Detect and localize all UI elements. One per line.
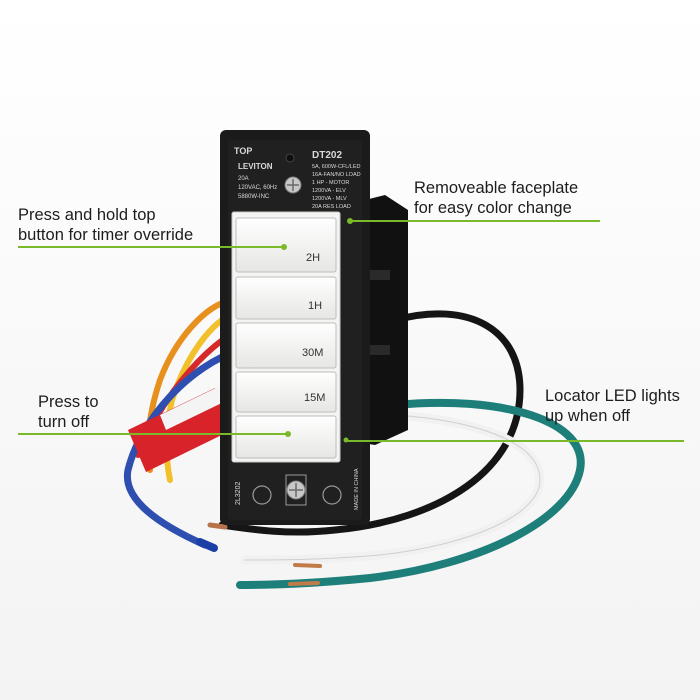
spec-right-5: 1200VA - MLV [312, 196, 347, 202]
callout-turn-off: Press to turn off [38, 392, 99, 432]
timer-button-1h[interactable]: 1H [235, 276, 337, 320]
spec-right-2: 16A-FAN/NO LOAD [312, 172, 361, 178]
callout-lines [18, 218, 684, 442]
callout-locator-led-line1: Locator LED lights [545, 387, 680, 405]
callout-locator-led: Locator LED lights up when off [545, 386, 680, 426]
spec-right-1: 5A, 600W-CFL/LED [312, 164, 361, 170]
origin-mark: MADE IN CHINA [354, 468, 360, 510]
timer-button-30m[interactable]: 30M [235, 322, 337, 369]
brand-mark: LEVITON [238, 162, 273, 171]
timer-button-15m[interactable]: 15M [235, 371, 337, 413]
callout-timer-override: Press and hold top button for timer over… [18, 205, 193, 245]
button-label-1h: 1H [308, 300, 322, 312]
callout-locator-led-line2: up when off [545, 407, 631, 425]
callout-timer-override-line1: Press and hold top [18, 206, 156, 224]
model-number: DT202 [312, 150, 342, 161]
callout-faceplate: Removeable faceplate for easy color chan… [414, 178, 578, 218]
csa-mark-icon [322, 485, 342, 505]
callout-faceplate-line2: for easy color change [414, 199, 572, 217]
side-code: 2L3202 [235, 482, 242, 505]
button-label-30m: 30M [302, 347, 323, 359]
spec-right-4: 1200VA - ELV [312, 188, 346, 194]
callout-turn-off-line1: Press to [38, 393, 99, 411]
callout-faceplate-line1: Removeable faceplate [414, 179, 579, 197]
callout-timer-override-line2: button for timer override [18, 226, 194, 244]
top-mark: TOP [234, 146, 252, 156]
warning-tag [128, 385, 232, 472]
button-label-15m: 15M [304, 392, 325, 404]
off-button[interactable] [235, 415, 337, 459]
spec-left-1: 20A [238, 176, 249, 182]
spec-left-3: 5880W-INC [238, 194, 270, 200]
spec-right-3: 1 HP - MOTOR [312, 180, 349, 186]
ul-mark-icon [252, 485, 272, 505]
button-label-2h: 2H [306, 252, 320, 264]
callout-turn-off-line2: turn off [38, 413, 90, 431]
spec-left-2: 120VAC, 60Hz [238, 185, 277, 191]
spec-right-6: 20A RES LOAD [312, 204, 351, 210]
